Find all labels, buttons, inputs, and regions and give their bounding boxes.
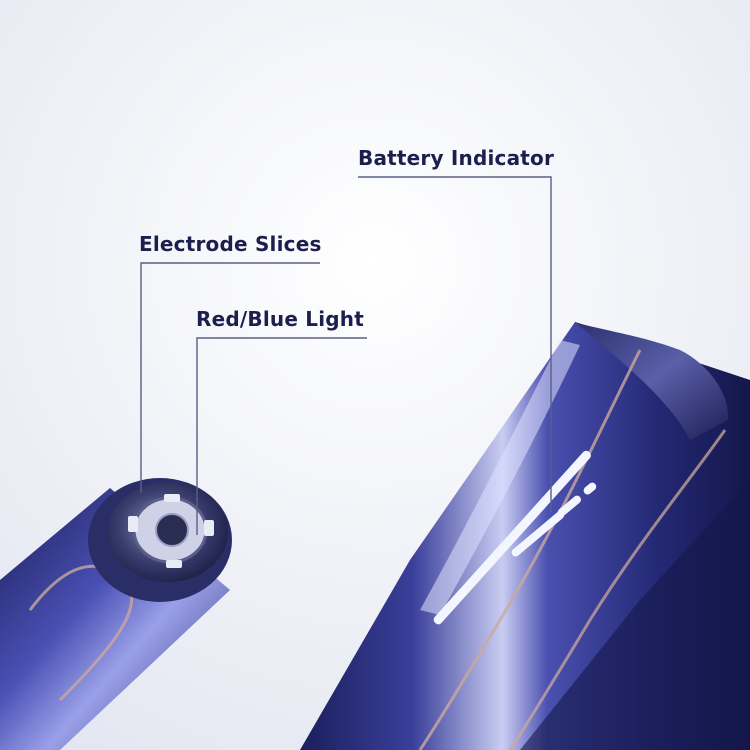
device-right-trim bbox=[418, 349, 642, 750]
battery-bar-4 bbox=[583, 482, 597, 495]
device-left bbox=[0, 478, 232, 750]
device-right-shade bbox=[520, 480, 750, 750]
electrode-tab-1 bbox=[128, 516, 138, 532]
leader-electrode bbox=[140, 262, 320, 493]
red-blue-light-label: Red/Blue Light bbox=[196, 307, 364, 331]
leader-lines bbox=[140, 176, 552, 535]
battery-bar-3 bbox=[557, 495, 581, 517]
electrode-slices-label: Electrode Slices bbox=[139, 232, 322, 256]
electrode-tab-2 bbox=[204, 520, 214, 536]
device-right-highlight bbox=[420, 340, 580, 615]
device-right-trim-2 bbox=[508, 429, 727, 750]
electrode-tab-3 bbox=[164, 494, 180, 502]
leader-light bbox=[196, 337, 367, 535]
battery-indicator-label: Battery Indicator bbox=[358, 146, 555, 170]
red-blue-light-lens bbox=[155, 513, 189, 547]
electrode-tab-4 bbox=[166, 560, 182, 568]
battery-bar-2 bbox=[511, 511, 565, 557]
device-right-cap bbox=[575, 322, 729, 440]
leader-battery bbox=[358, 176, 552, 512]
